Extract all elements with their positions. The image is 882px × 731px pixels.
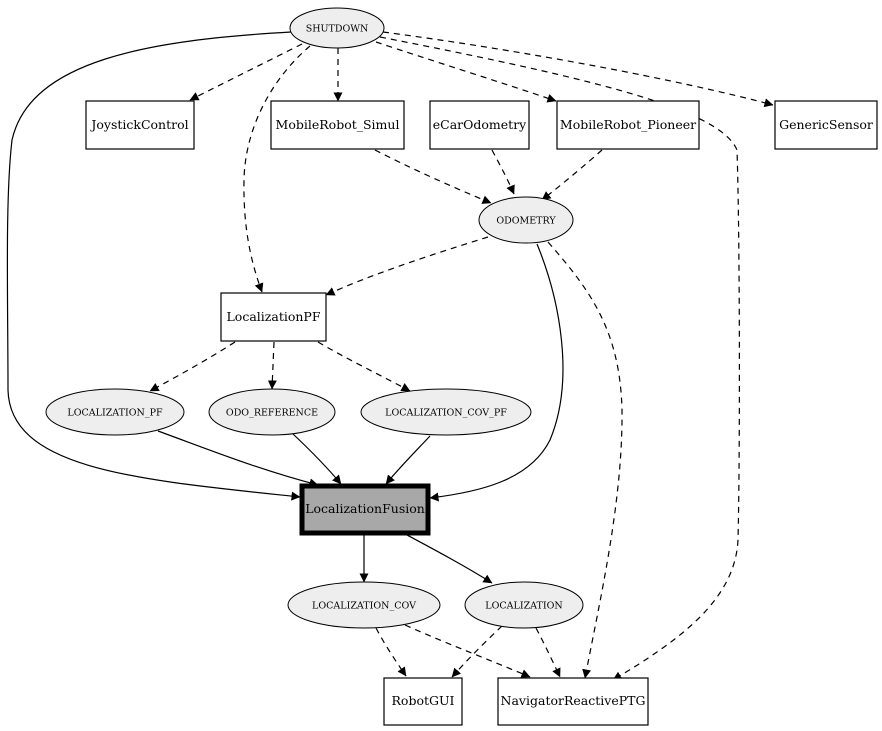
node-localizationfusion: LocalizationFusion: [299, 483, 431, 536]
edge-localizationpf-to-localization-cov-pf: [317, 341, 411, 392]
edge-mobilerobot-simul-to-odometry: [374, 149, 492, 204]
node-localization-cov-label: LOCALIZATION_COV: [312, 601, 416, 612]
node-joystickcontrol-label: JoystickControl: [89, 117, 188, 132]
node-odometry-label: ODOMETRY: [496, 216, 556, 227]
edge-localization-pf-to-localizationfusion: [157, 430, 319, 488]
edge-shutdown-to-mobilerobot-pioneer: [375, 41, 557, 103]
node-shutdown-label: SHUTDOWN: [306, 24, 369, 35]
node-odometry: ODOMETRY: [478, 196, 574, 244]
edge-localization-to-robotgui: [451, 625, 503, 678]
edge-shutdown-to-localizationfusion: [6, 31, 301, 501]
node-navigatorreactiveptg-label: NavigatorReactivePTG: [501, 693, 646, 708]
edge-odometry-to-localizationpf: [325, 236, 489, 296]
edge-ecarodometry-to-odometry: [491, 149, 515, 195]
edge-odometry-to-navigatorreactiveptg: [547, 241, 623, 679]
edge-localizationfusion-to-localization: [406, 534, 493, 584]
node-genericsensor: GenericSensor: [774, 100, 878, 150]
node-robotgui: RobotGUI: [383, 677, 463, 726]
node-navigatorreactiveptg: NavigatorReactivePTG: [497, 677, 649, 726]
node-robotgui-label: RobotGUI: [392, 693, 455, 708]
edge-localizationpf-to-localization-pf: [149, 341, 236, 392]
node-odo-reference-label: ODO_REFERENCE: [226, 408, 318, 419]
node-localization-cov: LOCALIZATION_COV: [287, 581, 441, 629]
edge-localization-to-navigatorreactiveptg: [535, 627, 561, 678]
node-localization-pf-label: LOCALIZATION_PF: [67, 408, 163, 419]
node-localization: LOCALIZATION: [464, 581, 584, 629]
edge-odo-reference-to-localizationfusion: [292, 433, 342, 485]
node-genericsensor-label: GenericSensor: [779, 117, 873, 132]
edge-shutdown-to-joystickcontrol: [189, 43, 303, 101]
edge-shutdown-to-localizationpf: [243, 45, 311, 293]
node-shutdown: SHUTDOWN: [289, 7, 385, 49]
node-localizationfusion-label: LocalizationFusion: [305, 501, 425, 516]
edge-mobilerobot-pioneer-to-odometry: [541, 149, 603, 201]
edges: [6, 31, 774, 681]
edge-localization-cov-to-navigatorreactiveptg: [404, 624, 531, 678]
node-ecarodometry: eCarOdometry: [429, 100, 530, 150]
node-mobilerobot-pioneer: MobileRobot_Pioneer: [556, 100, 700, 150]
node-localization-cov-pf: LOCALIZATION_COV_PF: [360, 388, 532, 436]
edge-localizationpf-to-odo-reference: [267, 341, 277, 390]
edge-shutdown-to-navigatorreactiveptg: [379, 36, 740, 681]
node-localizationpf-label: LocalizationPF: [227, 309, 321, 324]
node-mobilerobot-pioneer-label: MobileRobot_Pioneer: [560, 117, 696, 132]
node-localization-pf: LOCALIZATION_PF: [45, 388, 185, 436]
node-localization-label: LOCALIZATION: [485, 601, 562, 612]
node-ecarodometry-label: eCarOdometry: [433, 117, 527, 132]
node-mobilerobot-simul-label: MobileRobot_Simul: [276, 117, 400, 132]
node-localizationpf: LocalizationPF: [220, 292, 327, 342]
node-mobilerobot-simul: MobileRobot_Simul: [270, 100, 405, 150]
node-localization-cov-pf-label: LOCALIZATION_COV_PF: [385, 408, 507, 419]
edge-odometry-to-localizationfusion: [429, 243, 564, 502]
node-joystickcontrol: JoystickControl: [85, 100, 195, 150]
nodes: SHUTDOWN JoystickControl MobileRobot_Sim…: [45, 7, 878, 726]
edge-localization-cov-to-robotgui: [375, 627, 407, 677]
node-odo-reference: ODO_REFERENCE: [208, 388, 336, 436]
edge-localization-cov-pf-to-localizationfusion: [385, 435, 431, 485]
edge-shutdown-to-genericsensor: [382, 31, 774, 108]
